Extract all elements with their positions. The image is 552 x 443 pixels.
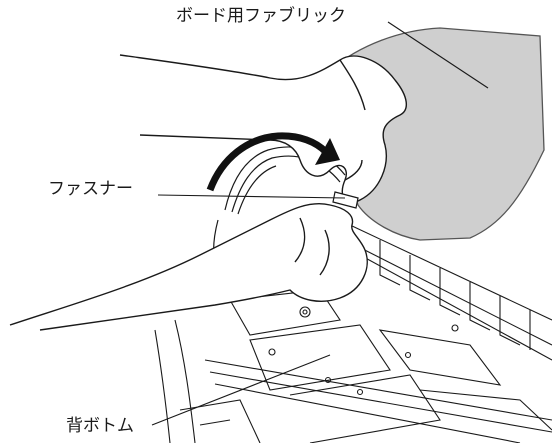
back-bottom-frame <box>154 224 552 443</box>
callout-fastener: ファスナー <box>48 179 133 199</box>
fastener-pull <box>332 191 359 209</box>
lower-hand <box>9 203 368 331</box>
leader-line-fastener <box>157 194 346 199</box>
pull-direction-arrow <box>206 132 340 192</box>
callout-board-fabric: ボード用ファブリック <box>176 6 346 26</box>
callout-back-bottom: 背ボトム <box>66 416 134 436</box>
leader-lines <box>151 21 489 426</box>
leader-line-board-fabric <box>387 21 489 89</box>
upper-hand <box>119 54 407 204</box>
leader-line-back-bottom <box>151 354 331 426</box>
